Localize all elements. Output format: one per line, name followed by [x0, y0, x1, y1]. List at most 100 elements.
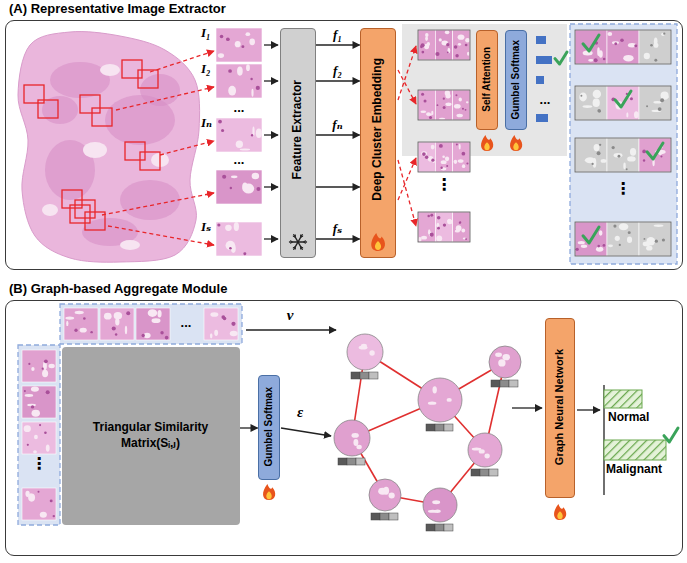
illustration-part — [64, 308, 98, 340]
panel-title: (B) Graph-based Aggregate Module — [9, 281, 685, 297]
illustration-part — [439, 118, 445, 120]
module-box: Deep Cluster Embedding — [360, 28, 396, 258]
illustration-part — [243, 184, 254, 194]
illustration-part — [583, 227, 599, 243]
illustration-part — [42, 204, 58, 216]
illustration-part — [436, 236, 442, 242]
illustration-part — [471, 469, 480, 476]
image-symbol: Iₙ — [201, 116, 212, 130]
module-label: Feature Extractor — [291, 80, 304, 179]
illustration-part — [242, 183, 248, 192]
illustration-part — [25, 394, 34, 397]
illustration-part — [444, 424, 453, 431]
illustration-part — [418, 212, 470, 242]
illustration-part — [398, 158, 416, 200]
illustration-part — [462, 152, 466, 156]
ellipsis: ⋮ — [436, 176, 452, 194]
illustration-part — [554, 504, 566, 520]
illustration-part — [439, 38, 442, 41]
panel-title: (A) Representative Image Extractor — [9, 1, 685, 17]
illustration-part — [660, 155, 662, 157]
illustration-part — [465, 109, 467, 111]
illustration-part — [420, 110, 426, 113]
illustration-part — [447, 48, 450, 53]
illustration-part — [459, 221, 461, 223]
illustration-part — [334, 420, 370, 456]
illustration-part — [655, 240, 658, 243]
illustration-part — [114, 312, 122, 319]
illustration-part — [481, 135, 493, 151]
illustration-part — [647, 237, 656, 245]
illustration-part — [423, 488, 457, 522]
illustration-part — [236, 141, 243, 149]
illustration-part — [229, 247, 232, 250]
illustration-part — [583, 35, 599, 51]
feature-arrow — [316, 134, 360, 135]
illustration-part — [453, 30, 470, 60]
illustration-part — [443, 106, 446, 109]
illustration-part — [614, 42, 617, 45]
illustration-part — [360, 372, 369, 379]
illustration-part — [353, 439, 358, 446]
illustration-part — [138, 70, 158, 88]
ellipsis: ⋮ — [31, 455, 47, 473]
illustration-part — [459, 144, 461, 150]
illustration-part — [435, 424, 444, 431]
illustration-part — [418, 90, 435, 120]
illustration-part — [435, 212, 452, 242]
illustration-part — [425, 155, 428, 158]
illustration-part — [592, 163, 594, 165]
illustration-part — [100, 308, 134, 340]
illustration-part — [443, 223, 446, 226]
illustration-part — [37, 491, 39, 493]
illustration-part — [580, 95, 582, 97]
illustration-part — [441, 160, 447, 164]
illustration-part — [115, 318, 119, 326]
illustration-part — [604, 440, 666, 460]
illustration-part — [31, 410, 39, 417]
illustration-part — [440, 167, 442, 169]
illustration-part — [570, 24, 677, 264]
illustration-part — [28, 363, 30, 365]
module-label: Deep Cluster Embedding — [371, 58, 384, 201]
illustration-part — [216, 222, 262, 256]
illustration-part — [225, 225, 232, 231]
illustration-part — [603, 244, 606, 247]
illustration-part — [639, 86, 671, 120]
illustration-part — [122, 60, 142, 78]
illustration-part — [424, 44, 429, 49]
illustration-part — [447, 398, 452, 402]
illustration-part — [658, 107, 662, 111]
illustration-part — [627, 237, 632, 243]
illustration-part — [27, 444, 29, 446]
illustration-part — [459, 222, 461, 224]
illustration-part — [112, 326, 116, 330]
illustration-part — [240, 148, 250, 150]
illustration-part — [454, 45, 458, 49]
illustration-part — [575, 248, 578, 251]
illustration-part — [430, 233, 434, 237]
illustration-part — [204, 308, 238, 340]
illustration-part — [369, 372, 378, 379]
illustration-part — [575, 222, 671, 256]
illustration-part — [217, 223, 220, 226]
illustration-part — [418, 142, 470, 172]
illustration-part — [74, 329, 77, 332]
illustration-part — [216, 28, 262, 62]
illustration-part — [480, 469, 489, 476]
illustration-part — [619, 244, 621, 246]
illustration-part — [575, 138, 671, 172]
illustration-part — [639, 222, 671, 256]
illustration-part — [512, 407, 542, 408]
illustration-part — [235, 41, 241, 47]
illustration-part — [338, 458, 347, 465]
illustration-part — [422, 152, 426, 156]
illustration-part — [421, 236, 427, 240]
illustration-part — [83, 142, 107, 158]
illustration-part — [136, 308, 170, 340]
illustration-part — [140, 152, 160, 170]
illustration-part — [435, 52, 439, 56]
feature-arrow — [240, 427, 258, 428]
illustration-part — [351, 433, 358, 438]
illustration-part — [432, 500, 440, 504]
